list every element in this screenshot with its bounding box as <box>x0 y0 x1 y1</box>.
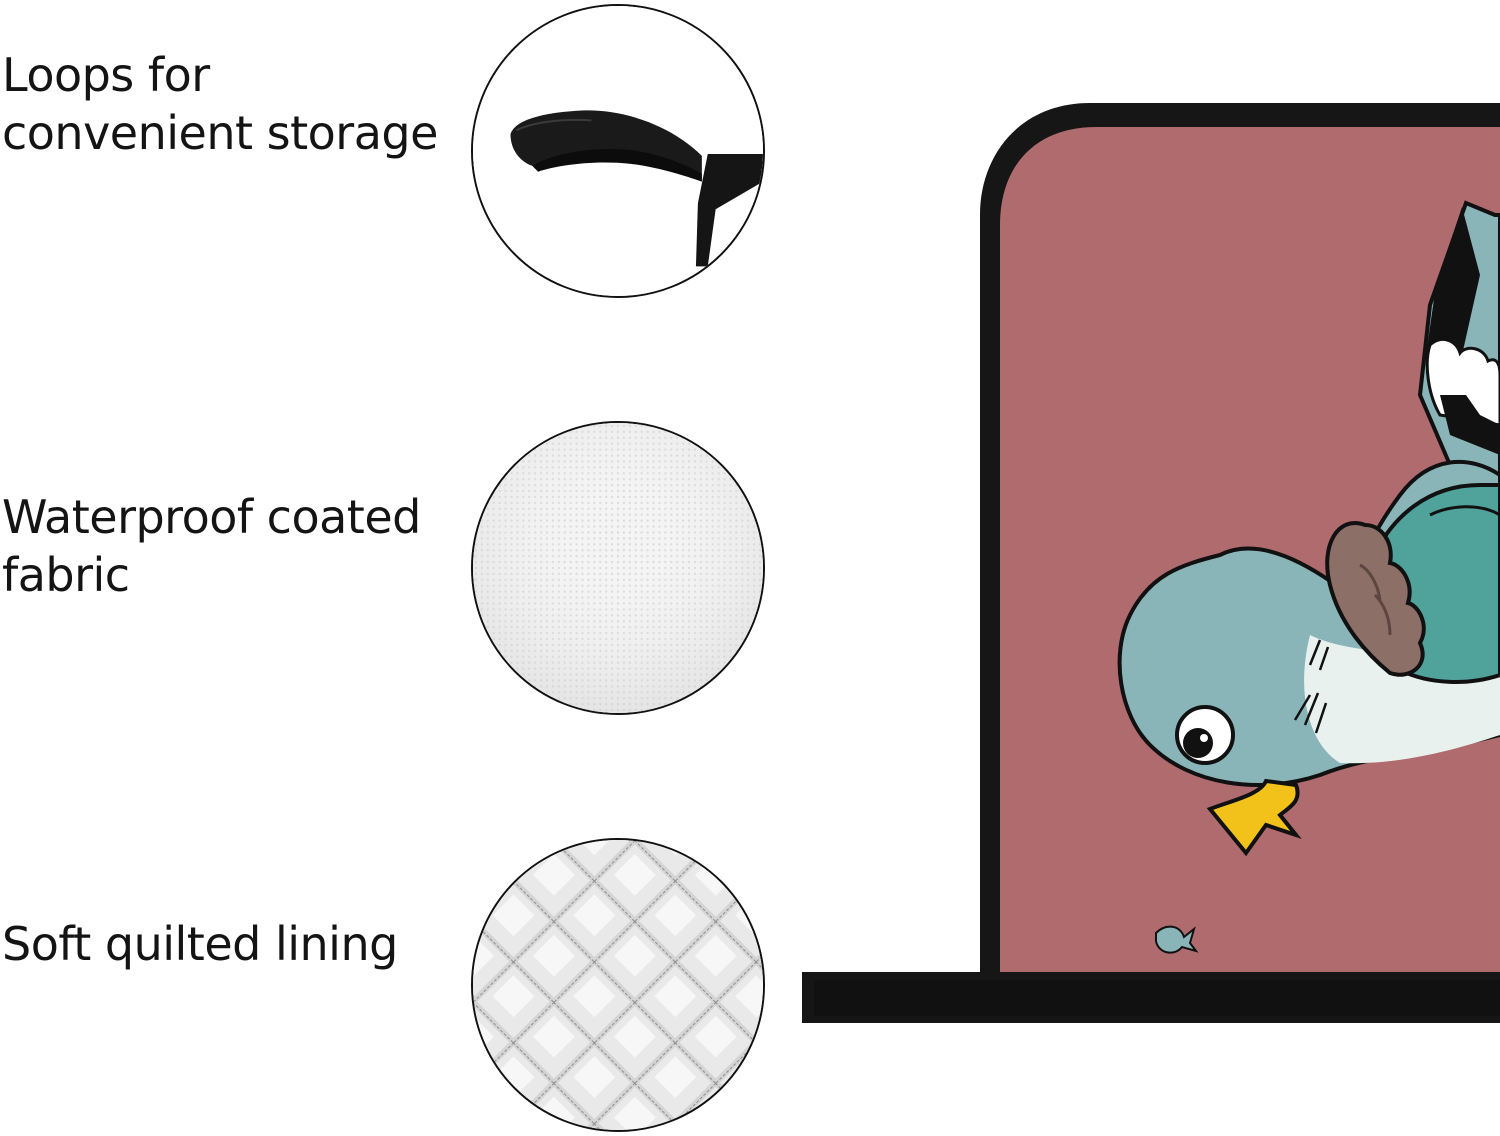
detail-circle-quilted <box>471 838 765 1132</box>
feature-label-line: fabric <box>2 548 130 602</box>
feature-label-line: Loops for <box>2 48 210 102</box>
detail-circle-loop <box>471 4 765 298</box>
pot-holder-illustration <box>790 95 1500 1035</box>
pot-holder-image <box>802 103 1500 1023</box>
hanging-loop-icon <box>473 6 763 296</box>
quilted-lining-swatch-icon <box>473 840 763 1130</box>
feature-label-line: Waterproof coated <box>2 490 421 544</box>
feature-label-storage-loop: Loops for convenient storage <box>2 46 438 162</box>
feature-label-quilted: Soft quilted lining <box>2 915 398 973</box>
feature-label-line: Soft quilted lining <box>2 917 398 971</box>
feature-label-waterproof: Waterproof coated fabric <box>2 488 421 604</box>
bird-icon <box>1117 200 1500 954</box>
detail-circle-fabric <box>471 421 765 715</box>
coated-fabric-swatch-icon <box>473 423 763 713</box>
feature-label-line: convenient storage <box>2 106 438 160</box>
